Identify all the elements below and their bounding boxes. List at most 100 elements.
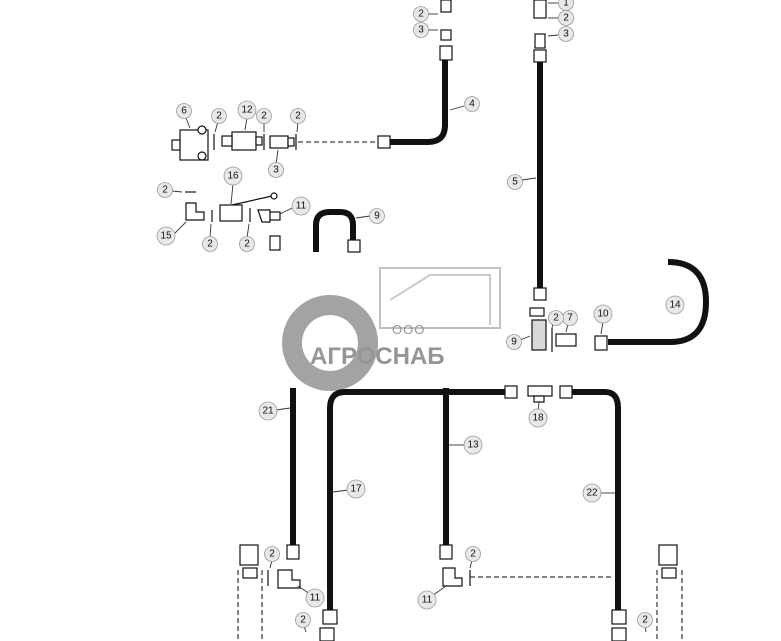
callout-circle <box>291 196 311 216</box>
callout-c2h: 2 <box>239 223 255 252</box>
callout-leader <box>275 149 279 165</box>
callout-c14: 14 <box>665 295 685 315</box>
callout-leader <box>600 321 604 335</box>
callout-c4: 4 <box>449 96 480 112</box>
hose-14 <box>608 259 709 345</box>
watermark-combine-icon <box>379 267 501 329</box>
callout-c5: 5 <box>507 174 537 190</box>
callout-circle <box>258 401 278 421</box>
callout-c2g: 2 <box>202 223 218 252</box>
callout-circle <box>506 334 522 350</box>
callout-number: 2 <box>642 615 648 626</box>
fittings <box>171 0 678 641</box>
callout-c2m: 2 <box>637 612 653 633</box>
callout-c1: 1 <box>548 0 574 11</box>
callout-circle <box>256 108 272 124</box>
callout-leader <box>230 183 234 205</box>
callout-leader <box>547 34 559 37</box>
callout-circle <box>582 483 602 503</box>
callout-circle <box>237 100 257 120</box>
callout-c2e: 2 <box>290 108 306 133</box>
callout-circle <box>156 226 176 246</box>
callout-circle <box>593 304 613 324</box>
callout-number: 2 <box>216 111 222 122</box>
callout-number: 14 <box>669 300 681 311</box>
callout-circle <box>558 26 574 42</box>
callout-number: 2 <box>295 111 301 122</box>
callout-number: 22 <box>586 488 598 499</box>
callout-circle <box>305 588 325 608</box>
callout-number: 11 <box>296 201 307 212</box>
callout-c2d: 2 <box>256 108 272 132</box>
callout-circle <box>507 174 523 190</box>
callout-circle <box>528 408 548 428</box>
callout-c2a: 2 <box>413 6 438 22</box>
callout-leader <box>209 223 212 239</box>
callout-c2f: 2 <box>157 182 183 198</box>
callout-c7: 7 <box>562 310 578 333</box>
callout-number: 6 <box>181 106 187 117</box>
callout-number: 2 <box>553 313 559 324</box>
hose-9-upper <box>313 209 356 252</box>
watermark: ООО АГРОСНАБ <box>282 267 501 391</box>
callout-number: 10 <box>597 309 609 320</box>
callout-circle <box>465 546 481 562</box>
callout-circle <box>548 310 564 326</box>
callout-circle <box>464 96 480 112</box>
callout-circle <box>264 546 280 562</box>
callout-number: 12 <box>241 105 253 116</box>
callout-c13: 13 <box>449 435 483 455</box>
callout-leader <box>355 215 371 219</box>
callout-circle <box>369 208 385 224</box>
callout-c11b: 11 <box>297 585 325 608</box>
callout-leader <box>171 190 183 193</box>
callout-c3b: 3 <box>547 26 574 42</box>
callout-c18: 18 <box>528 401 548 428</box>
callout-number: 1 <box>563 0 569 9</box>
callout-number: 2 <box>300 615 306 626</box>
callout-circle <box>295 612 311 628</box>
watermark-company-name: АГРОСНАБ <box>310 343 445 370</box>
callout-c9a: 9 <box>355 208 385 224</box>
callout-number: 2 <box>261 111 267 122</box>
callout-c9b: 9 <box>506 334 531 350</box>
callout-number: 16 <box>227 171 239 182</box>
callout-c12: 12 <box>237 100 257 131</box>
callout-leader <box>244 117 248 131</box>
callout-circle <box>665 295 685 315</box>
callout-c2b: 2 <box>548 10 574 26</box>
callout-circle <box>239 236 255 252</box>
callout-c2j: 2 <box>264 546 280 569</box>
callout-number: 2 <box>418 9 424 20</box>
callout-number: 17 <box>350 484 362 495</box>
hose-22 <box>572 389 621 610</box>
watermark-prefix: ООО <box>392 322 425 337</box>
callout-c2l: 2 <box>295 612 311 633</box>
callout-circle <box>346 479 366 499</box>
callout-circle <box>413 6 429 22</box>
callout-c11c: 11 <box>417 585 447 610</box>
callout-number: 2 <box>563 13 569 24</box>
callout-c2k: 2 <box>465 546 481 569</box>
callout-c2c: 2 <box>211 108 227 133</box>
callout-circle <box>417 590 437 610</box>
callout-number: 11 <box>310 593 321 604</box>
callout-c10: 10 <box>593 304 613 335</box>
callout-circle <box>211 108 227 124</box>
callout-circle <box>202 236 218 252</box>
callout-number: 3 <box>418 25 424 36</box>
callout-c15: 15 <box>156 221 187 246</box>
callout-leader <box>449 105 465 111</box>
callout-leader <box>332 489 349 493</box>
callout-leader <box>173 221 187 235</box>
callout-circle <box>637 612 653 628</box>
callout-c6: 6 <box>176 103 192 129</box>
callout-circle <box>268 162 284 178</box>
callout-c21: 21 <box>258 401 291 421</box>
callout-circle <box>558 10 574 26</box>
callout-leader <box>246 223 250 239</box>
callout-number: 2 <box>207 239 213 250</box>
callout-leader <box>521 177 537 181</box>
callout-c22: 22 <box>582 483 615 503</box>
